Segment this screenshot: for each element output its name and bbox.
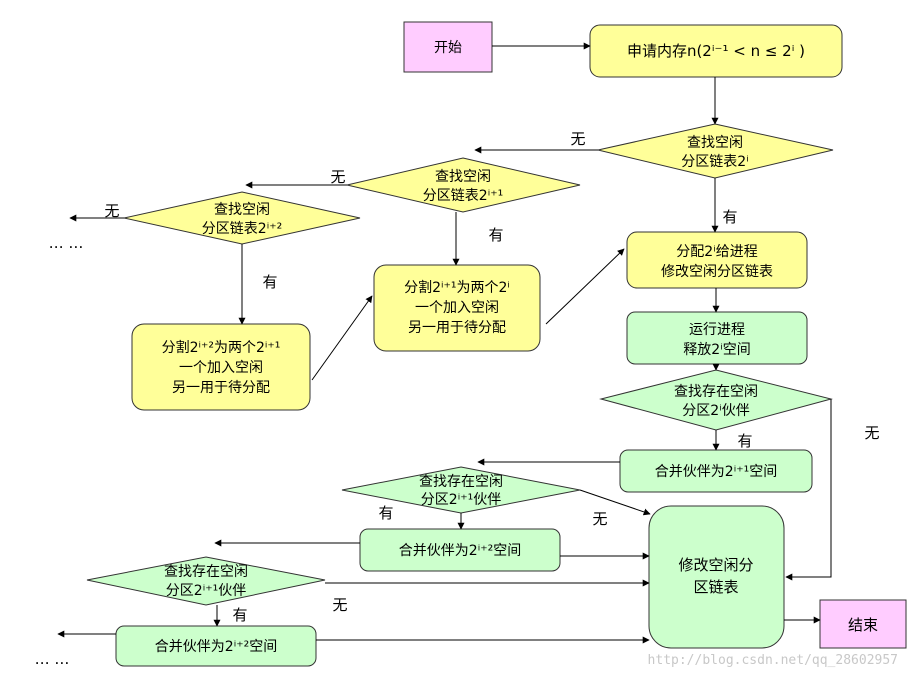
buddy-i1b-label-1: 查找存在空闲	[164, 564, 248, 580]
label-none-buddy-i1b: 无	[332, 596, 347, 614]
label-none-find-i2: 无	[104, 202, 119, 220]
arrow-split-i2-to-split-i1	[311, 295, 373, 381]
buddy-i1b-label-2: 分区2ⁱ⁺¹伙伴	[166, 583, 246, 599]
buddy-i1-label-1: 查找存在空闲	[419, 474, 503, 490]
run-label-1: 运行进程	[689, 322, 745, 338]
split-i1-label-2: 一个加入空闲	[415, 300, 499, 316]
split-i1-label-3: 另一用于待分配	[408, 320, 506, 336]
label-none-find-i: 无	[570, 130, 585, 148]
label-have-buddy-i1: 有	[378, 504, 393, 522]
arrow-buddy-i1-none	[579, 489, 651, 516]
find-i-label-2: 分区链表2ⁱ	[681, 154, 748, 170]
merge-i2b-label: 合并伙伴为2ⁱ⁺²空间	[155, 639, 277, 655]
arrow-buddy-i-none	[785, 399, 832, 581]
buddy-i-label-2: 分区2ⁱ伙伴	[682, 403, 749, 419]
label-none-buddy-i: 无	[864, 424, 879, 442]
watermark: http://blog.csdn.net/qq_28602957	[648, 653, 898, 668]
find-i1-label-1: 查找空闲	[435, 169, 491, 185]
label-have-buddy-i: 有	[737, 432, 752, 450]
label-have-find-i: 有	[722, 208, 737, 226]
find-buddy-i-decision	[599, 369, 833, 431]
modify-label-2: 区链表	[693, 578, 738, 596]
run-label-2: 释放2ⁱ空间	[683, 342, 750, 358]
split-i2-node	[131, 323, 311, 411]
label-none-find-i1: 无	[330, 168, 345, 186]
find-i-label-1: 查找空闲	[687, 135, 743, 151]
label-have-find-i1: 有	[488, 226, 503, 244]
request-label: 申请内存n(2ⁱ⁻¹ < n ≤ 2ⁱ )	[627, 42, 805, 60]
buddy-i1-label-2: 分区2ⁱ⁺¹伙伴	[421, 492, 501, 508]
merge-i2-label: 合并伙伴为2ⁱ⁺²空间	[399, 543, 521, 559]
split-i2-label-1: 分割2ⁱ⁺²为两个2ⁱ⁺¹	[162, 339, 281, 356]
allocate-label-2: 修改空闲分区链表	[661, 264, 773, 280]
arrow-split-i1-to-allocate	[545, 248, 625, 325]
find-buddy-i1b-decision	[86, 556, 326, 606]
start-node	[403, 21, 493, 73]
find-i1-label-2: 分区链表2ⁱ⁺¹	[423, 188, 503, 204]
label-have-buddy-i1b: 有	[232, 606, 247, 624]
label-ellipsis-bottom: … …	[35, 650, 70, 668]
find-i2-label-2: 分区链表2ⁱ⁺²	[202, 221, 282, 237]
split-i2-label-2: 一个加入空闲	[179, 360, 263, 376]
merge-i1-label: 合并伙伴为2ⁱ⁺¹空间	[655, 464, 777, 480]
request-memory-node	[589, 24, 843, 78]
flow-arrows	[57, 42, 832, 644]
modify-free-list-node	[648, 505, 785, 649]
modify-label-1: 修改空闲分	[678, 556, 753, 574]
end-node	[819, 599, 907, 649]
end-label: 结束	[848, 616, 878, 634]
split-i2-label-3: 另一用于待分配	[172, 380, 270, 396]
split-i1-label-1: 分割2ⁱ⁺¹为两个2ⁱ	[404, 279, 510, 296]
find-i2-label-1: 查找空闲	[214, 202, 270, 218]
start-label: 开始	[434, 40, 462, 56]
label-none-buddy-i1: 无	[592, 510, 607, 528]
label-have-find-i2: 有	[262, 273, 277, 291]
buddy-i-label-1: 查找存在空闲	[674, 384, 758, 400]
label-ellipsis-top: … …	[49, 234, 84, 252]
allocate-label-1: 分配2ⁱ给进程	[676, 244, 757, 260]
find-free-list-i1-decision	[346, 157, 581, 213]
